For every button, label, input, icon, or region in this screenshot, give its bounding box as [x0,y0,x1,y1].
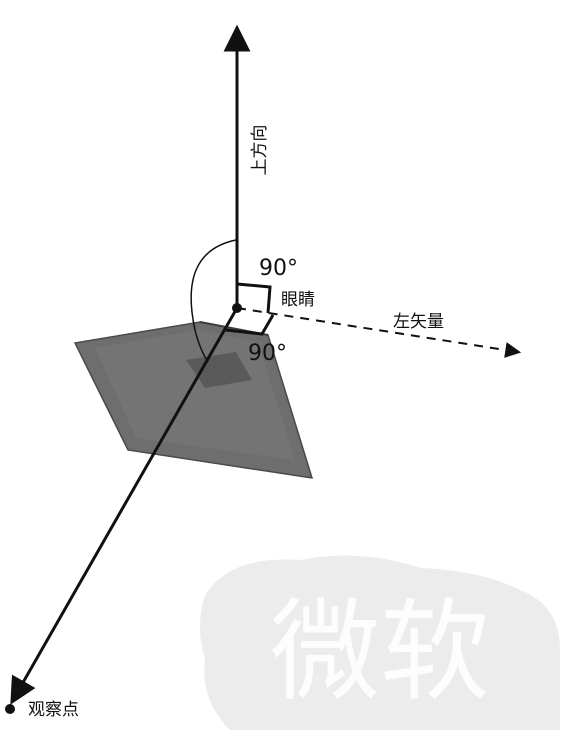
eye-label: 眼睛 [281,290,315,310]
watermark-stone-shape [200,555,560,730]
angle-label-lower: 90° [248,341,287,366]
monitor-inner-panel [95,330,295,460]
view-direction-arrow [10,307,239,705]
monitor-screen [73,321,314,479]
eye-point-dot [232,303,242,313]
up-vector-label: 上方向 [250,125,270,176]
right-angle-marker-upper [236,282,272,314]
look-at-point-dot [5,704,15,714]
left-vector-label: 左矢量 [393,312,444,332]
angle-label-upper: 90° [259,256,298,281]
monitor-stand [186,352,252,388]
look-at-point-label: 观察点 [28,700,79,720]
watermark-seal-text: 微软 [270,588,490,716]
angle-arc [190,239,237,363]
watermark-seal: 微软 [200,555,560,730]
right-angle-marker-lower [225,314,275,336]
